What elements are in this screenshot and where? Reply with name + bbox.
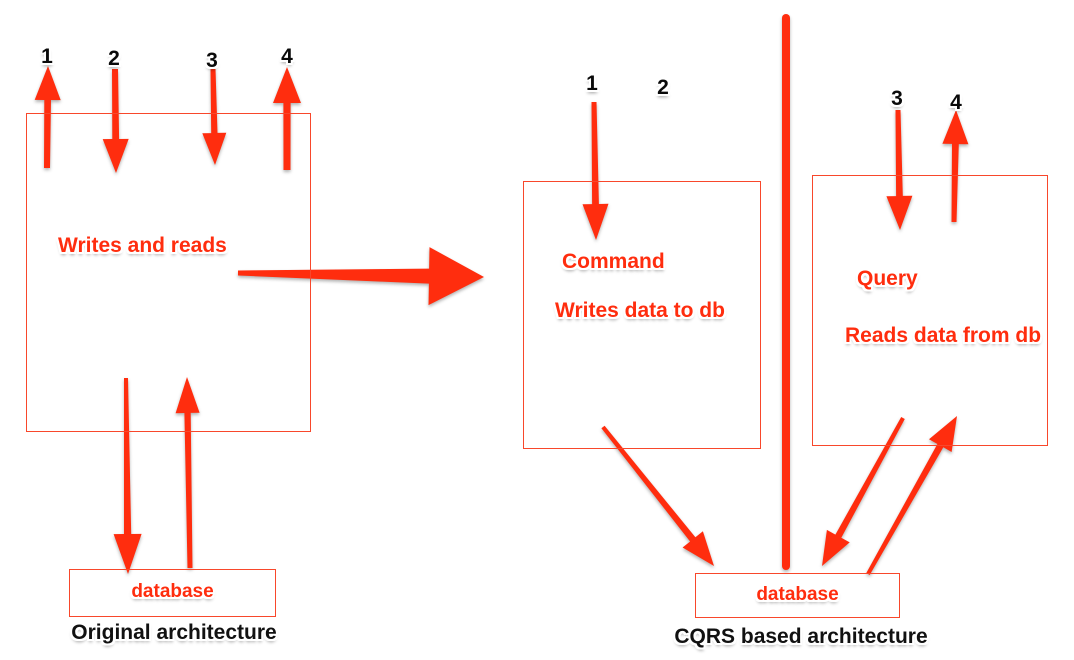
database-box-right: database bbox=[695, 573, 900, 618]
database-box-left: database bbox=[69, 569, 276, 617]
arrow-left-3-down bbox=[202, 68, 227, 165]
arrow-right-1-down bbox=[582, 102, 609, 240]
query-subtitle-label: Reads data from db bbox=[845, 324, 1042, 347]
database-label-right: database bbox=[756, 583, 839, 605]
arrow-command-to-db bbox=[601, 425, 714, 566]
flow-number-right-4: 4 bbox=[950, 91, 962, 114]
original-architecture-caption: Original architecture bbox=[71, 621, 277, 644]
command-subtitle-label: Writes data to db bbox=[555, 299, 725, 322]
command-title-label: Command bbox=[562, 250, 665, 273]
query-box bbox=[812, 175, 1048, 446]
monolith-box bbox=[26, 113, 311, 432]
arrow-left-read-from-db bbox=[175, 377, 200, 568]
arrow-right-4-up bbox=[942, 110, 969, 222]
flow-number-left-4: 4 bbox=[281, 45, 293, 68]
flow-number-left-1: 1 bbox=[41, 45, 53, 68]
arrow-left-1-up bbox=[34, 66, 61, 168]
flow-number-right-3: 3 bbox=[891, 87, 903, 110]
arrow-transform-big bbox=[238, 247, 484, 306]
arrow-left-write-to-db bbox=[113, 378, 142, 574]
query-title-label: Query bbox=[857, 267, 918, 290]
arrow-query-to-db bbox=[822, 417, 905, 566]
flow-number-left-3: 3 bbox=[206, 49, 218, 72]
command-box bbox=[523, 181, 761, 449]
database-label-left: database bbox=[131, 581, 214, 603]
arrow-left-2-down bbox=[102, 69, 129, 173]
cqrs-architecture-caption: CQRS based architecture bbox=[674, 625, 928, 648]
arrow-db-to-query bbox=[866, 416, 957, 575]
flow-number-left-2: 2 bbox=[108, 47, 120, 70]
arrow-left-4-up bbox=[273, 67, 301, 170]
flow-number-right-2: 2 bbox=[657, 76, 669, 99]
flow-number-right-1: 1 bbox=[586, 72, 598, 95]
arrow-right-3-down bbox=[886, 110, 913, 230]
writes-and-reads-label: Writes and reads bbox=[58, 234, 227, 257]
